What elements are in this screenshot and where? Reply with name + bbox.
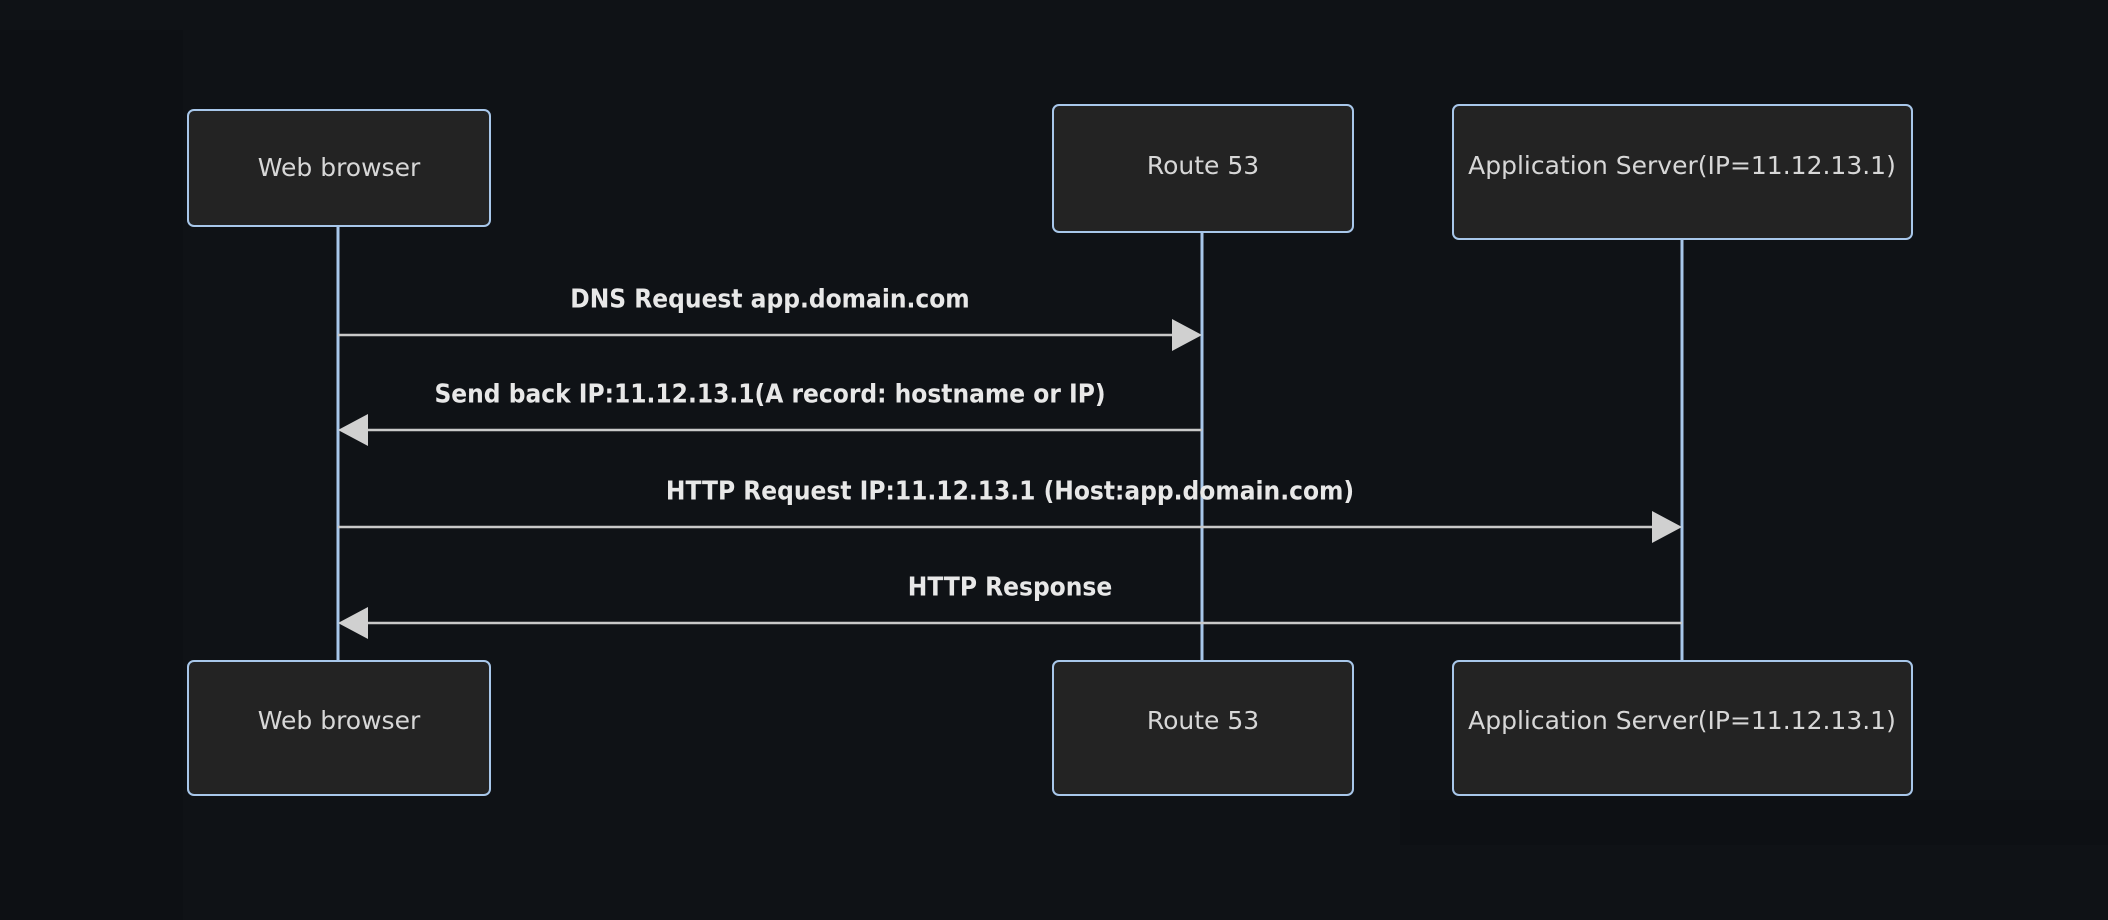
actor-box-route53-bottom[interactable] bbox=[1052, 660, 1354, 796]
message-1-arrowhead-right bbox=[1172, 319, 1202, 351]
message-3-arrowhead-right bbox=[1652, 511, 1682, 543]
actor-box-browser-bottom[interactable] bbox=[187, 660, 491, 796]
actor-boxes-top: Web browser Route 53 Application Server(… bbox=[187, 104, 1913, 240]
message-4-arrowhead-left bbox=[338, 607, 368, 639]
lifelines bbox=[336, 226, 1684, 661]
actor-label-appserver-top: Application Server(IP=11.12.13.1) bbox=[1468, 151, 1896, 180]
actor-label-route53-bottom: Route 53 bbox=[1147, 706, 1259, 735]
actor-box-appserver-bottom[interactable] bbox=[1452, 660, 1913, 796]
actor-label-appserver-bottom: Application Server(IP=11.12.13.1) bbox=[1468, 706, 1896, 735]
actor-label-browser-top: Web browser bbox=[258, 153, 421, 182]
message-3[interactable]: HTTP Request IP:11.12.13.1 (Host:app.dom… bbox=[338, 477, 1682, 544]
actor-label-browser-bottom: Web browser bbox=[258, 706, 421, 735]
actor-label-route53-top: Route 53 bbox=[1147, 151, 1259, 180]
actor-browser-bottom[interactable]: Web browser bbox=[187, 660, 491, 796]
actor-route53-bottom[interactable]: Route 53 bbox=[1052, 660, 1354, 796]
actor-box-appserver-top[interactable] bbox=[1452, 104, 1913, 240]
message-4-label: HTTP Response bbox=[908, 573, 1112, 603]
message-2[interactable]: Send back IP:11.12.13.1(A record: hostna… bbox=[338, 380, 1202, 447]
message-1-label: DNS Request app.domain.com bbox=[570, 285, 969, 315]
actor-appserver-bottom[interactable]: Application Server(IP=11.12.13.1) bbox=[1452, 660, 1913, 796]
actor-box-browser-top[interactable] bbox=[187, 109, 491, 227]
actor-boxes-bottom: Web browser Route 53 Application Server(… bbox=[187, 660, 1913, 796]
message-2-label: Send back IP:11.12.13.1(A record: hostna… bbox=[434, 380, 1105, 410]
actor-box-route53-top[interactable] bbox=[1052, 104, 1354, 233]
actor-route53-top[interactable]: Route 53 bbox=[1052, 104, 1354, 233]
message-2-arrowhead-left bbox=[338, 414, 368, 446]
actor-appserver-top[interactable]: Application Server(IP=11.12.13.1) bbox=[1452, 104, 1913, 240]
message-1[interactable]: DNS Request app.domain.com bbox=[338, 285, 1202, 352]
actor-browser-top[interactable]: Web browser bbox=[187, 109, 491, 227]
message-3-label: HTTP Request IP:11.12.13.1 (Host:app.dom… bbox=[666, 477, 1354, 507]
message-4[interactable]: HTTP Response bbox=[338, 573, 1682, 640]
